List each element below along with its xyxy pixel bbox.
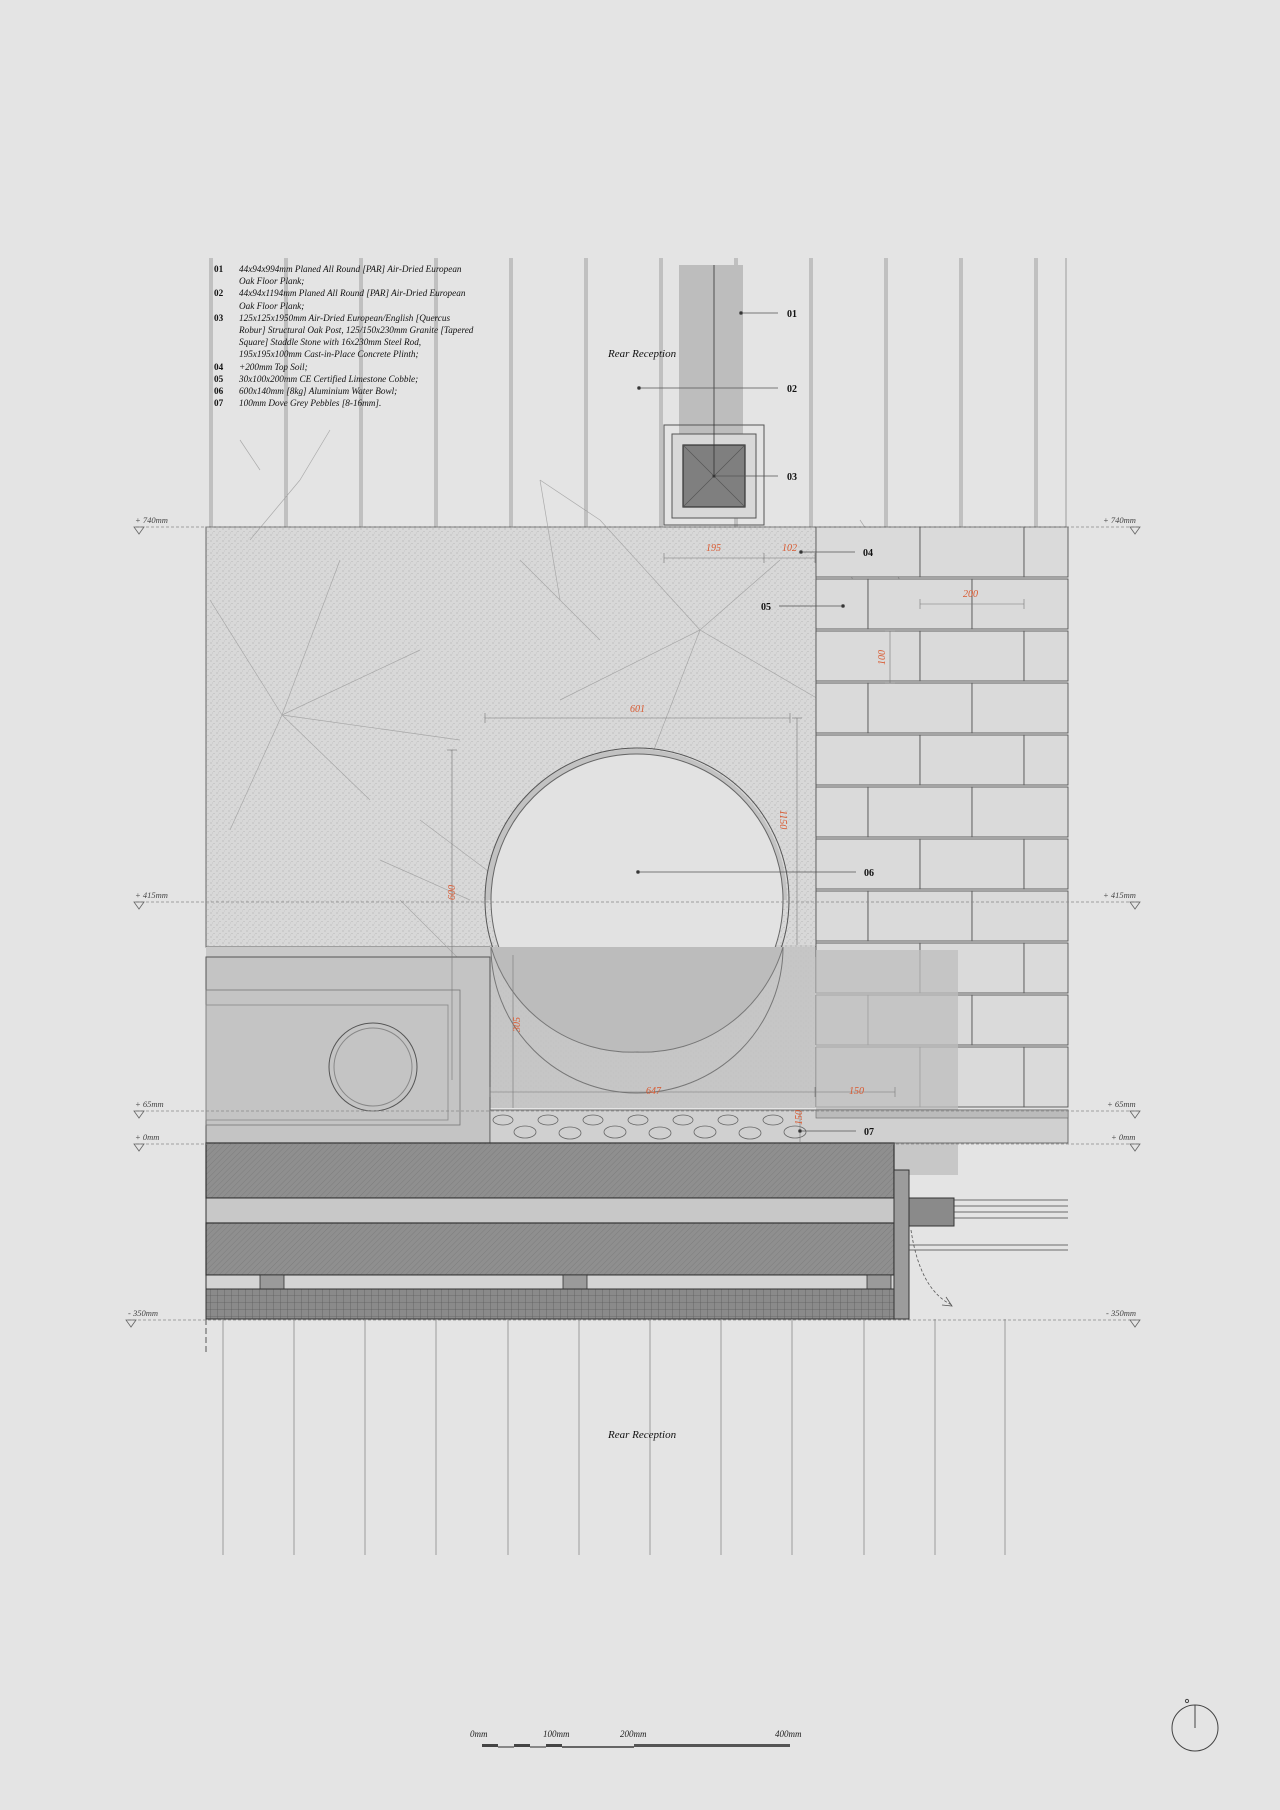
dim-601: 601: [630, 704, 645, 715]
level-65-left: + 65mm: [135, 1099, 164, 1109]
water-box: [205, 956, 491, 1144]
legend-number: 04: [214, 361, 224, 372]
legend-item: 01 44x94x994mm Planed All Round [PAR] Ai…: [214, 263, 474, 287]
legend-item: 04 +200mm Top Soil;: [214, 361, 474, 373]
dim-200: 200: [963, 589, 978, 600]
callout-04: 04: [863, 548, 873, 559]
legend-item: 06 600x140mm [8kg] Aluminium Water Bowl;: [214, 385, 474, 397]
legend-text: 30x100x200mm CE Certified Limestone Cobb…: [239, 373, 419, 384]
legend-item: 05 30x100x200mm CE Certified Limestone C…: [214, 373, 474, 385]
room-label-bottom: Rear Reception: [607, 1429, 677, 1441]
level-415-left: + 415mm: [135, 890, 168, 900]
legend-text: 44x94x1194mm Planed All Round [PAR] Air-…: [239, 288, 466, 311]
legend-item: 07 100mm Dove Grey Pebbles [8-16mm].: [214, 397, 474, 409]
lower-floor-planks: [205, 1319, 1006, 1555]
level-lines: [128, 526, 1140, 1321]
callout-06: 06: [864, 868, 874, 879]
level-minus350-right: - 350mm: [1106, 1308, 1136, 1318]
level-0-right: + 0mm: [1111, 1132, 1135, 1142]
dimension-lines: [447, 553, 1025, 1143]
legend-number: 06: [214, 386, 224, 397]
level-65-right: + 65mm: [1107, 1099, 1136, 1109]
room-label-top: Rear Reception: [607, 348, 677, 360]
dim-305: 305: [512, 1017, 523, 1033]
legend-number: 02: [214, 288, 224, 299]
level-415-right: + 415mm: [1103, 890, 1136, 900]
scale-0: 0mm: [470, 1729, 488, 1739]
legend-number: 05: [214, 373, 224, 384]
dim-150-vertical: 150: [794, 1110, 805, 1125]
dim-1150: 1150: [777, 810, 788, 829]
callout-02: 02: [787, 384, 797, 395]
legend-number: 07: [214, 398, 224, 409]
oak-post: [663, 265, 765, 526]
callout-05: 05: [761, 602, 771, 613]
scale-200: 200mm: [620, 1729, 647, 1739]
scale-100: 100mm: [543, 1729, 570, 1739]
legend-text: +200mm Top Soil;: [239, 361, 308, 372]
callout-03: 03: [787, 472, 797, 483]
scale-bar: 0mm 100mm 200mm 400mm: [470, 1729, 802, 1748]
floor-section: [205, 1142, 1068, 1320]
dim-100: 100: [877, 650, 888, 665]
material-legend: 01 44x94x994mm Planed All Round [PAR] Ai…: [214, 263, 474, 409]
dim-600: 600: [447, 885, 458, 900]
legend-item: 03 125x125x1950mm Air-Dried European/Eng…: [214, 312, 474, 361]
level-markers: [125, 526, 1141, 1328]
callout-07: 07: [864, 1127, 874, 1138]
dim-150: 150: [849, 1086, 864, 1097]
legend-text: 100mm Dove Grey Pebbles [8-16mm].: [239, 398, 382, 409]
callout-01: 01: [787, 309, 797, 320]
level-740-right: + 740mm: [1103, 515, 1136, 525]
legend-item: 02 44x94x1194mm Planed All Round [PAR] A…: [214, 287, 474, 311]
north-arrow-icon: [1171, 1698, 1219, 1752]
legend-number: 01: [214, 264, 224, 274]
level-0-left: + 0mm: [135, 1132, 159, 1142]
legend-text: 125x125x1950mm Air-Dried European/Englis…: [239, 312, 474, 360]
level-740-left: + 740mm: [135, 515, 168, 525]
level-minus350-left: - 350mm: [128, 1308, 158, 1318]
upper-floor-planks: [209, 258, 1067, 527]
legend-number: 03: [214, 312, 224, 323]
dim-102: 102: [782, 543, 797, 554]
scale-400: 400mm: [775, 1729, 802, 1739]
water-bowl: [484, 747, 815, 1108]
legend-text: 44x94x994mm Planed All Round [PAR] Air-D…: [239, 264, 462, 287]
callout-leaders: [636, 311, 856, 1133]
legend-text: 600x140mm [8kg] Aluminium Water Bowl;: [239, 386, 398, 397]
dim-195: 195: [706, 543, 721, 554]
dim-647: 647: [646, 1086, 662, 1097]
pebble-strip: [489, 1109, 1069, 1144]
